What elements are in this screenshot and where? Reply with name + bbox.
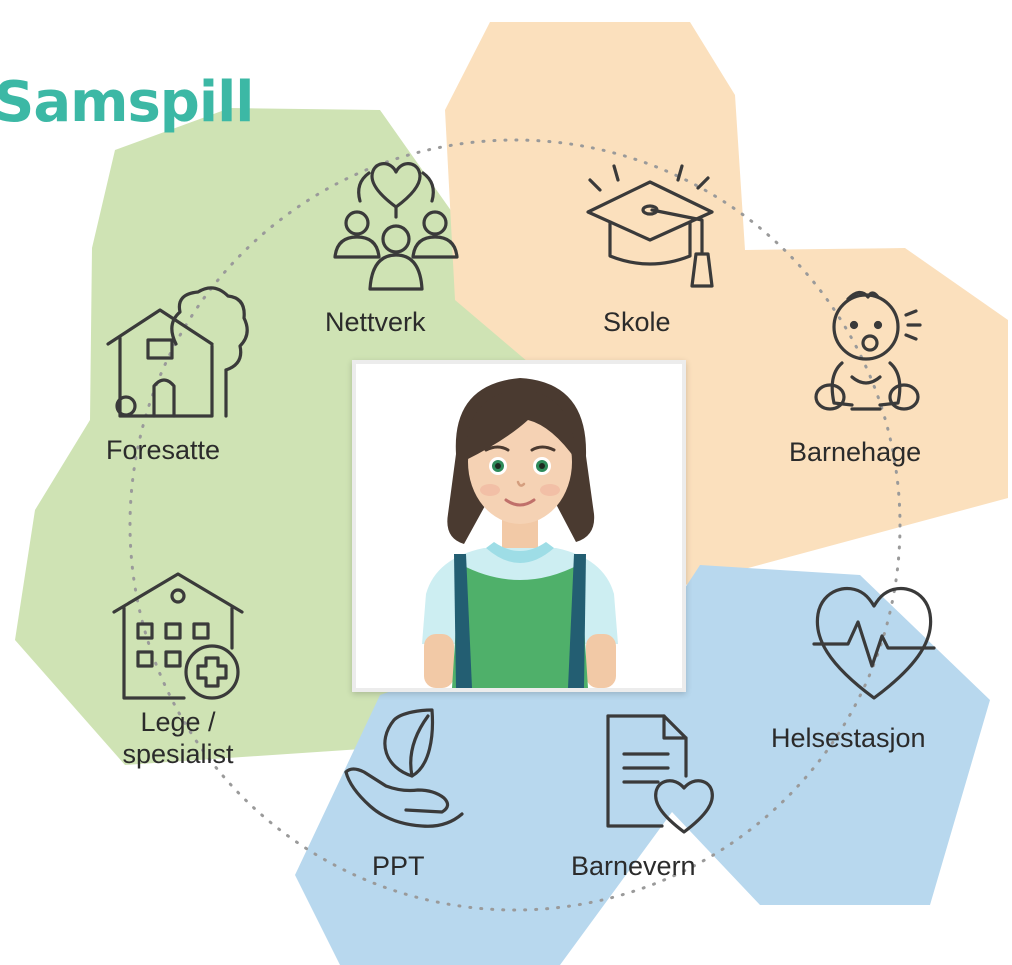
- dotted-ring: [128, 138, 902, 912]
- heart-pulse-icon: [812, 586, 936, 700]
- center-image-frame: [352, 360, 686, 692]
- document-heart-icon: [606, 714, 714, 834]
- label-ppt: PPT: [372, 851, 425, 881]
- graduation-cap-icon: [586, 164, 714, 288]
- label-foresatte: Foresatte: [106, 435, 221, 465]
- orange-band: [445, 22, 1008, 585]
- label-spesialist: spesialist: [122, 739, 234, 770]
- label-lege-spesialist: Lege / spesialist: [105, 706, 251, 771]
- hand-leaf-icon: [344, 708, 464, 828]
- hospital-icon: [112, 572, 244, 700]
- label-skole: Skole: [603, 307, 671, 337]
- page-title: Samspill: [0, 70, 254, 135]
- label-nettverk: Nettverk: [325, 307, 426, 337]
- label-barnevern: Barnevern: [571, 851, 696, 881]
- label-barnehage: Barnehage: [789, 437, 922, 467]
- network-people-heart-icon: [333, 162, 459, 291]
- label-lege: Lege /: [140, 707, 216, 737]
- house-tree-icon: [106, 286, 249, 418]
- child-portrait-icon: [356, 364, 682, 688]
- label-helsestasjon: Helsestasjon: [771, 723, 926, 753]
- baby-icon: [814, 290, 922, 411]
